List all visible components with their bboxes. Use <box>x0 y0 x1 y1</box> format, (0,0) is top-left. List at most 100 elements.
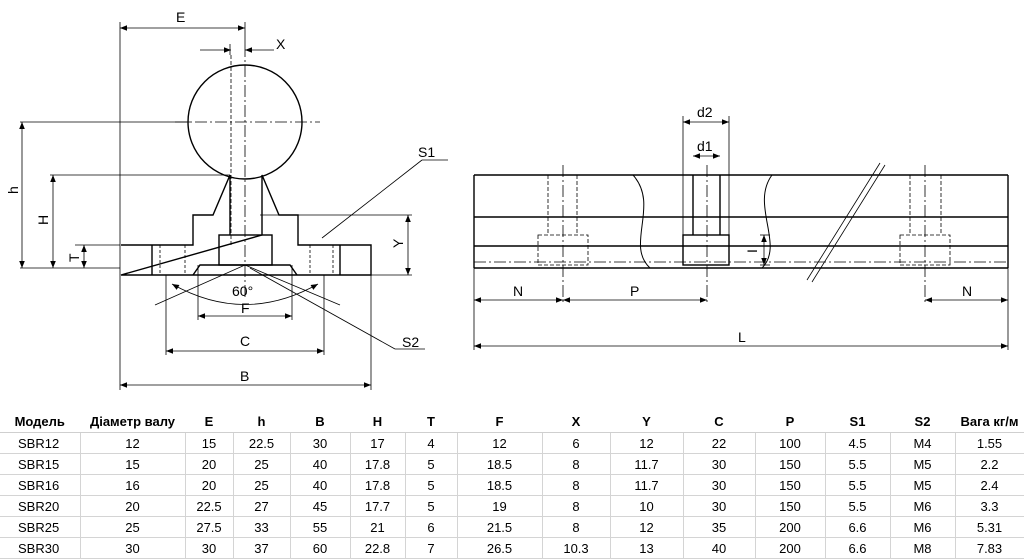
table-cell: 22.5 <box>233 432 291 454</box>
label-d1: d1 <box>697 138 713 154</box>
label-h: h <box>5 186 21 194</box>
technical-drawing: E X h H T Y S1 S2 60° F C B <box>5 9 1009 390</box>
table-cell: M5 <box>890 453 956 475</box>
table-cell: 30 <box>290 432 351 454</box>
table-cell: 5 <box>405 495 458 517</box>
table-cell: 17.8 <box>350 474 406 496</box>
table-cell: 12 <box>457 432 543 454</box>
label-X: X <box>276 36 286 52</box>
side-view <box>473 174 1009 269</box>
support-body <box>120 174 372 276</box>
table-cell: 12 <box>80 432 186 454</box>
column-header: Y <box>610 410 684 433</box>
table-cell: 45 <box>290 495 351 517</box>
model-cell: SBR20 <box>0 495 81 517</box>
front-view-dimensions <box>19 25 411 388</box>
table-cell: 35 <box>683 516 756 538</box>
length-break <box>811 164 886 283</box>
label-E: E <box>176 9 185 25</box>
table-cell: 200 <box>755 537 826 559</box>
section-break <box>761 174 773 269</box>
table-cell: 4 <box>405 432 458 454</box>
length-break <box>806 162 881 281</box>
front-view <box>120 64 372 276</box>
table-cell: 22.8 <box>350 537 406 559</box>
table-cell: 5 <box>405 474 458 496</box>
table-cell: 10 <box>610 495 684 517</box>
label-L: L <box>738 329 746 345</box>
table-cell: 27.5 <box>185 516 234 538</box>
label-N-left: N <box>513 283 523 299</box>
label-T: T <box>66 253 82 262</box>
table-cell: M5 <box>890 474 956 496</box>
table-cell: 30 <box>683 495 756 517</box>
table-cell: 40 <box>290 474 351 496</box>
front-view-thin <box>20 22 448 390</box>
table-cell: 60 <box>290 537 351 559</box>
table-cell: 7.83 <box>955 537 1024 559</box>
section-break <box>632 174 651 269</box>
table-cell: M6 <box>890 516 956 538</box>
table-cell: 33 <box>233 516 291 538</box>
table-cell: 6 <box>405 516 458 538</box>
column-header: B <box>290 410 351 433</box>
label-angle: 60° <box>232 283 253 299</box>
table-cell: 17.8 <box>350 453 406 475</box>
table-cell: 2.4 <box>955 474 1024 496</box>
table-cell: 20 <box>185 453 234 475</box>
label-P: P <box>630 283 639 299</box>
label-d2: d2 <box>697 104 713 120</box>
column-header: Діаметр валу <box>80 410 186 433</box>
table-cell: 8 <box>542 495 611 517</box>
table-cell: 16 <box>80 474 186 496</box>
table-cell: 22 <box>683 432 756 454</box>
column-header: Вага кг/м <box>955 410 1024 433</box>
table-cell: 25 <box>80 516 186 538</box>
column-header: P <box>755 410 826 433</box>
column-header: H <box>350 410 406 433</box>
table-cell: 21.5 <box>457 516 543 538</box>
table-cell: 18.5 <box>457 453 543 475</box>
table-cell: 8 <box>542 474 611 496</box>
front-view-labels: E X h H T Y S1 S2 60° F C B <box>5 9 435 384</box>
table-cell: 150 <box>755 453 826 475</box>
label-H: H <box>35 215 51 225</box>
table-cell: 17.7 <box>350 495 406 517</box>
table-cell: 30 <box>185 537 234 559</box>
label-C: C <box>240 333 250 349</box>
label-S1: S1 <box>418 144 435 160</box>
table-cell: 12 <box>610 516 684 538</box>
table-cell: 30 <box>80 537 186 559</box>
label-B: B <box>240 368 249 384</box>
s2-leader <box>249 267 396 350</box>
table-cell: 11.7 <box>610 453 684 475</box>
table-cell: 30 <box>683 474 756 496</box>
column-header: Модель <box>0 410 81 433</box>
column-header: X <box>542 410 611 433</box>
table-cell: 25 <box>233 453 291 475</box>
table-cell: 150 <box>755 495 826 517</box>
table-cell: 1.55 <box>955 432 1024 454</box>
table-cell: M6 <box>890 495 956 517</box>
table-cell: 19 <box>457 495 543 517</box>
table-cell: 40 <box>290 453 351 475</box>
table-cell: 3.3 <box>955 495 1024 517</box>
table-cell: 37 <box>233 537 291 559</box>
table-cell: 55 <box>290 516 351 538</box>
table-cell: 150 <box>755 474 826 496</box>
table-cell: 8 <box>542 453 611 475</box>
table-cell: 22.5 <box>185 495 234 517</box>
table-cell: 30 <box>683 453 756 475</box>
side-view-dimensions <box>474 119 1008 349</box>
label-I: I <box>744 249 760 253</box>
column-header: h <box>233 410 291 433</box>
label-F: F <box>241 300 250 316</box>
table-cell: 11.7 <box>610 474 684 496</box>
